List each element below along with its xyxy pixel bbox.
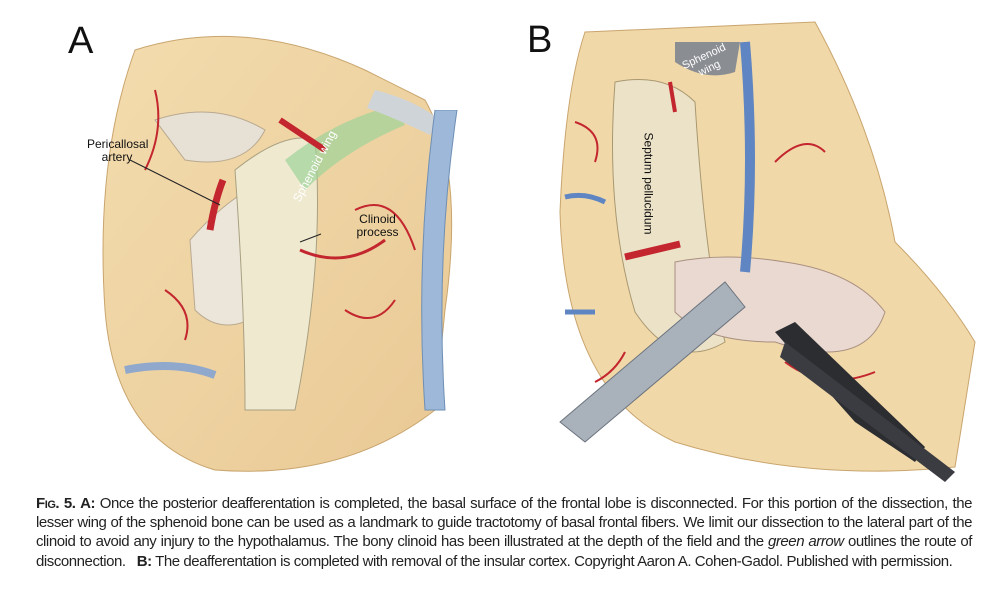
brain-dissection-illustration-b [559, 12, 985, 482]
figure-caption: Fig. 5. A: Once the posterior deafferent… [36, 494, 972, 571]
illustration-panel-b: B Sphenoid wing Septum pellucidum [527, 12, 985, 482]
brain-dissection-illustration-a [102, 10, 475, 472]
illustration-panel-a: A Pericallosal artery Sphenoid wing Clin… [68, 10, 475, 485]
panel-letter-a: A [68, 20, 94, 62]
caption-text-b: The deafferentation is completed with re… [155, 552, 953, 570]
panel-a-label: A: [80, 495, 96, 512]
caption-text-a-2: outlines the route of disconnection. [36, 533, 973, 570]
label-septum-pellucidum: Septum pellucidum [641, 132, 656, 235]
panel-letter-b: B [527, 19, 553, 61]
panel-b-label: B: [136, 552, 152, 570]
label-pericallosal-artery: Pericallosal artery [87, 137, 149, 164]
caption-text-a-1: Once the posterior deafferentation is co… [36, 495, 973, 551]
figure-number: Fig. 5. [36, 495, 76, 512]
caption-green-arrow: green arrow [767, 533, 844, 551]
label-clinoid-process: Clinoid process [356, 212, 399, 239]
